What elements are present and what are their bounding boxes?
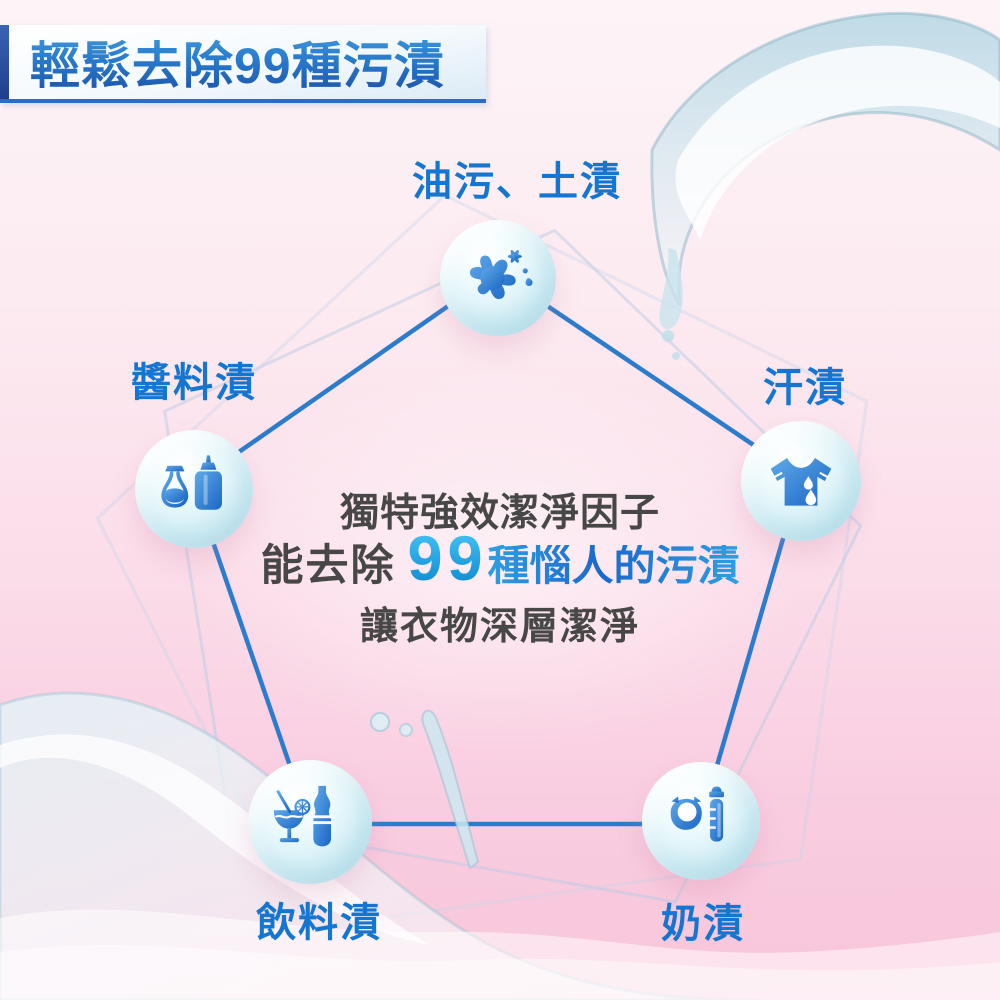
center-headline-line2: 能去除 99 種惱人的污漬 bbox=[0, 528, 1000, 598]
stain-splatter-icon bbox=[469, 250, 533, 300]
header-banner: 輕鬆去除99種污漬 bbox=[0, 25, 486, 103]
node-milk-stain bbox=[642, 762, 760, 880]
node-oil-soil-stain bbox=[440, 220, 556, 336]
center-line2-number-99: 99 bbox=[407, 524, 488, 594]
header-accent-bar bbox=[0, 25, 9, 99]
label-milk-stain: 奶漬 bbox=[661, 902, 745, 946]
center-headline-line1: 獨特強效潔淨因子 bbox=[339, 492, 660, 535]
label-oil-soil-stain: 油污、土漬 bbox=[412, 160, 622, 204]
label-drink-stain: 飲料漬 bbox=[256, 901, 382, 945]
node-sauce-stain bbox=[135, 430, 253, 548]
bib-babybottle-icon bbox=[670, 786, 724, 842]
label-sweat-stain: 汗漬 bbox=[763, 366, 847, 410]
center-line2-suffix: 種惱人的污漬 bbox=[487, 542, 740, 589]
center-headline-line3: 讓衣物深層潔淨 bbox=[359, 606, 640, 648]
label-sauce-stain: 醬料漬 bbox=[131, 361, 257, 405]
cocktail-cola-icon bbox=[273, 785, 332, 847]
bottom-wave bbox=[0, 909, 1000, 1000]
center-line2-prefix: 能去除 bbox=[260, 542, 396, 590]
water-splash-top-right bbox=[650, 11, 1000, 360]
node-drink-stain bbox=[248, 760, 372, 884]
tshirt-sweat-icon bbox=[770, 456, 832, 506]
page-title: 輕鬆去除99種污漬 bbox=[30, 26, 445, 98]
sauce-bottles-icon bbox=[161, 455, 222, 510]
node-sweat-stain bbox=[741, 421, 861, 541]
